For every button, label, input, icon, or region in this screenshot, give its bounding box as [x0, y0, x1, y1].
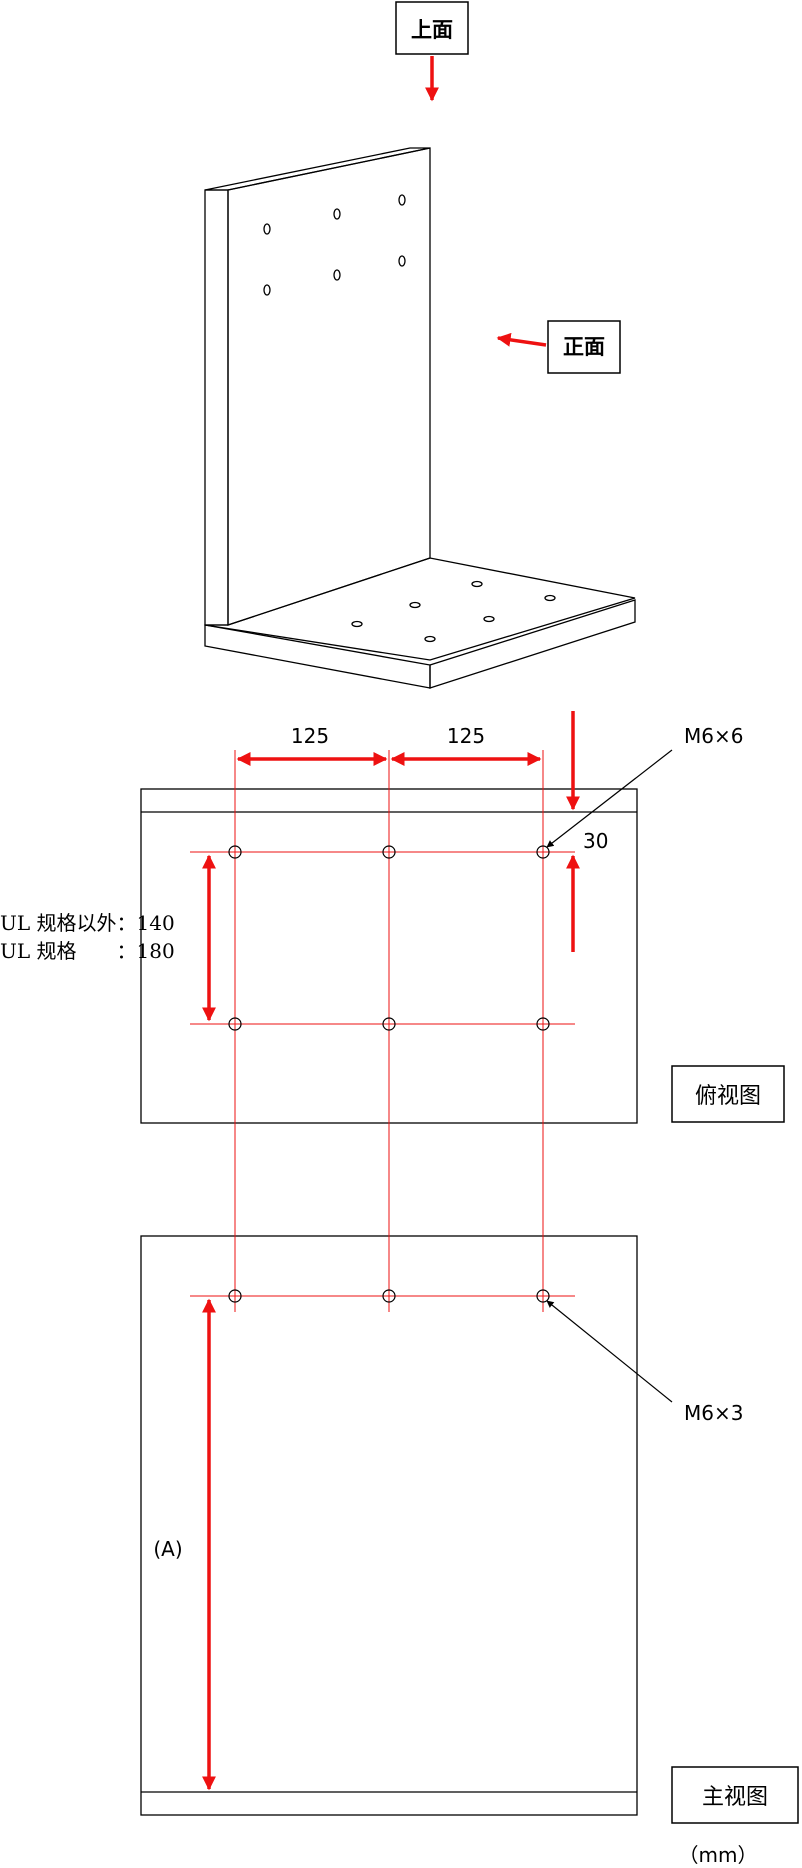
front-view-label: 主视图: [671, 1766, 799, 1824]
hole: [398, 194, 406, 206]
hole: [409, 601, 421, 609]
hole-spec-top: M6×6: [684, 724, 743, 748]
top-direction-text: 上面: [411, 18, 453, 42]
front-view: [140, 1235, 638, 1816]
top-direction-label: 上面: [395, 1, 469, 55]
base-plate-front: [204, 624, 431, 689]
top-view-label-text: 俯视图: [695, 1084, 761, 1109]
height-a-label: (A): [153, 1537, 182, 1561]
hole: [382, 1289, 396, 1303]
dimension-arrows: [202, 711, 580, 1791]
hole: [333, 269, 341, 281]
center-lines: [190, 750, 575, 1312]
isometric-view: [204, 147, 636, 689]
hole: [536, 845, 550, 859]
front-view-label-text: 主视图: [702, 1785, 768, 1810]
hole: [351, 620, 363, 628]
hole: [424, 635, 436, 643]
vertical-plate-top: [204, 147, 431, 191]
vertical-plate-front: [227, 147, 431, 626]
row-spacing-ul: UL 规格 ：180: [0, 939, 175, 963]
hole-spec-front: M6×3: [684, 1401, 743, 1425]
front-view-outline: [140, 1235, 638, 1816]
base-plate-side: [429, 599, 636, 689]
hole: [333, 208, 341, 220]
hole: [228, 1289, 242, 1303]
leader-lines: [546, 749, 673, 1403]
dim-text-spacing-left: 125: [291, 724, 329, 748]
leader-m6x6: [546, 749, 673, 848]
hole: [382, 1017, 396, 1031]
base-plate-top: [204, 557, 636, 661]
hole: [544, 594, 556, 602]
front-direction-arrow: [496, 332, 547, 347]
hole: [382, 845, 396, 859]
unit-label: （mm）: [679, 1843, 758, 1867]
dim-text-edge-offset: 30: [583, 829, 608, 853]
hole: [228, 1017, 242, 1031]
hole: [263, 223, 271, 235]
hole: [471, 580, 483, 588]
front-direction-label: 正面: [547, 320, 621, 374]
base-plate-holes: [351, 580, 556, 643]
front-direction-text: 正面: [563, 335, 605, 359]
hole: [536, 1017, 550, 1031]
dim-text-spacing-right: 125: [447, 724, 485, 748]
row-spacing-non-ul: UL 规格以外：140: [0, 911, 175, 935]
hole: [228, 845, 242, 859]
hole: [536, 1289, 550, 1303]
hole: [483, 615, 495, 623]
top-view-label: 俯视图: [671, 1065, 785, 1123]
view-holes: [228, 845, 550, 1303]
hole: [263, 284, 271, 296]
hole: [398, 255, 406, 267]
vertical-plate-edge: [204, 189, 229, 626]
leader-m6x3: [546, 1300, 673, 1403]
vertical-plate-holes: [263, 194, 406, 296]
